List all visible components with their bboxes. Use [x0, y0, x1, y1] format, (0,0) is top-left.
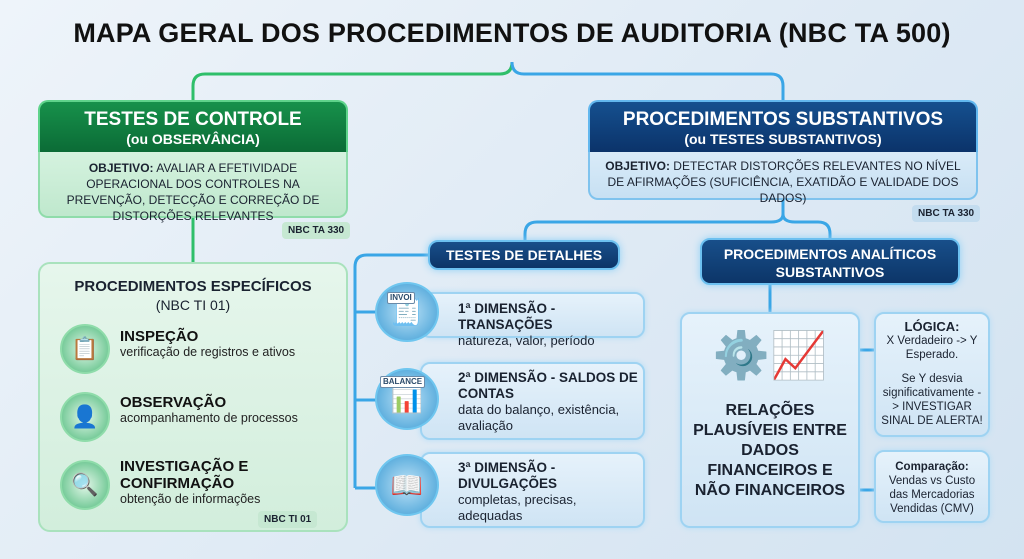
comparacao-text: Vendas vs Custo das Mercadorias Vendidas… — [888, 475, 976, 515]
controle-objective: OBJETIVO: AVALIAR A EFETIVIDADE OPERACIO… — [38, 152, 348, 223]
item-desc: data do balanço, existência, avaliação — [458, 402, 620, 433]
balance-icon-label: BALANCE — [380, 376, 426, 388]
objective-label: OBJETIVO: — [605, 159, 670, 173]
item-title: 3ª DIMENSÃO - DIVULGAÇÕES — [458, 460, 558, 491]
especificos-item: OBSERVAÇÃO acompanhamento de processos — [120, 394, 330, 426]
item-desc: obtenção de informações — [120, 492, 261, 506]
item-title: OBSERVAÇÃO — [120, 394, 227, 411]
especificos-title: PROCEDIMENTOS ESPECÍFICOS — [74, 278, 312, 295]
comparacao-title: Comparação: — [895, 461, 969, 473]
controle-subtitle: (ou OBSERVÂNCIA) — [126, 131, 260, 147]
item-desc: completas, precisas, adequadas — [458, 492, 577, 523]
substantivos-title: PROCEDIMENTOS SUBSTANTIVOS — [622, 109, 944, 130]
substantivos-subtitle: (ou TESTES SUBSTANTIVOS) — [684, 131, 882, 147]
analiticos-main-text: RELAÇÕES PLAUSÍVEIS ENTRE DADOS FINANCEI… — [693, 402, 847, 499]
analiticos-main-card: ⚙️📈 RELAÇÕES PLAUSÍVEIS ENTRE DADOS FINA… — [680, 312, 860, 528]
especificos-panel: PROCEDIMENTOS ESPECÍFICOS (NBC TI 01) 📋 … — [38, 262, 348, 532]
detalhes-item — [420, 362, 645, 440]
invoice-magnifier-icon: 🧾 INVOI — [375, 282, 439, 342]
person-speech-icon: 👤 — [60, 392, 110, 442]
analytics-gears-chart-icon: ⚙️📈 — [712, 329, 828, 381]
detalhes-item — [420, 452, 645, 528]
logica-line2: Se Y desvia significativamente -> INVEST… — [881, 373, 983, 427]
substantivos-objective: OBJETIVO: DETECTAR DISTORÇÕES RELEVANTES… — [588, 152, 978, 205]
objective-text: DETECTAR DISTORÇÕES RELEVANTES NO NÍVEL … — [607, 159, 961, 205]
controle-title: TESTES DE CONTROLE — [84, 109, 302, 130]
detalhes-title: TESTES DE DETALHES — [428, 240, 620, 270]
document-magnifier-icon: 🔍 — [60, 460, 110, 510]
balance-sheet-gears-icon: 📊 BALANCE — [375, 368, 439, 430]
detalhes-item-text: 2ª DIMENSÃO - SALDOS DE CONTAS data do b… — [458, 370, 643, 434]
objective-label: OBJETIVO: — [88, 161, 154, 175]
item-desc: natureza, valor, período — [458, 333, 595, 348]
detalhes-item-text: 3ª DIMENSÃO - DIVULGAÇÕES completas, pre… — [458, 460, 618, 524]
page-title: MAPA GERAL DOS PROCEDIMENTOS DE AUDITORI… — [73, 18, 951, 48]
item-desc: acompanhamento de processos — [120, 411, 298, 425]
controle-tag: NBC TA 330 — [282, 222, 351, 239]
logica-title: LÓGICA: — [904, 319, 960, 334]
checklist-magnifier-icon: 📋 — [60, 324, 110, 374]
especificos-tag: NBC TI 01 — [258, 511, 318, 528]
substantivos-tag: NBC TA 330 — [912, 205, 981, 222]
logica-line1: X Verdadeiro -> Y Esperado. — [886, 335, 978, 361]
analiticos-title: PROCEDIMENTOS ANALÍTICOS SUBSTANTIVOS — [700, 238, 960, 285]
item-title: INSPEÇÃO — [120, 328, 199, 345]
comparacao-card: Comparação: Vendas vs Custo das Mercador… — [874, 450, 990, 523]
controle-header: TESTES DE CONTROLE (ou OBSERVÂNCIA) — [38, 100, 348, 152]
invoice-icon-label: INVOI — [387, 292, 415, 304]
detalhes-item-text: 1ª DIMENSÃO - TRANSAÇÕES natureza, valor… — [458, 301, 648, 349]
especificos-subtitle: (NBC TI 01) — [155, 297, 231, 313]
item-title: INVESTIGAÇÃO E CONFIRMAÇÃO — [120, 458, 249, 492]
detalhes-item — [420, 292, 645, 338]
especificos-item: INVESTIGAÇÃO E CONFIRMAÇÃO obtenção de i… — [120, 458, 310, 507]
item-desc: verificação de registros e ativos — [120, 345, 296, 359]
especificos-item: INSPEÇÃO verificação de registros e ativ… — [120, 328, 330, 360]
item-title: 1ª DIMENSÃO - TRANSAÇÕES — [458, 301, 556, 332]
objective-text: AVALIAR A EFETIVIDADE OPERACIONAL DOS CO… — [66, 161, 320, 223]
logica-card: LÓGICA: X Verdadeiro -> Y Esperado. Se Y… — [874, 312, 990, 437]
item-title: 2ª DIMENSÃO - SALDOS DE CONTAS — [458, 370, 638, 401]
open-book-pen-icon: 📖 — [375, 454, 439, 516]
substantivos-header: PROCEDIMENTOS SUBSTANTIVOS (ou TESTES SU… — [588, 100, 978, 152]
